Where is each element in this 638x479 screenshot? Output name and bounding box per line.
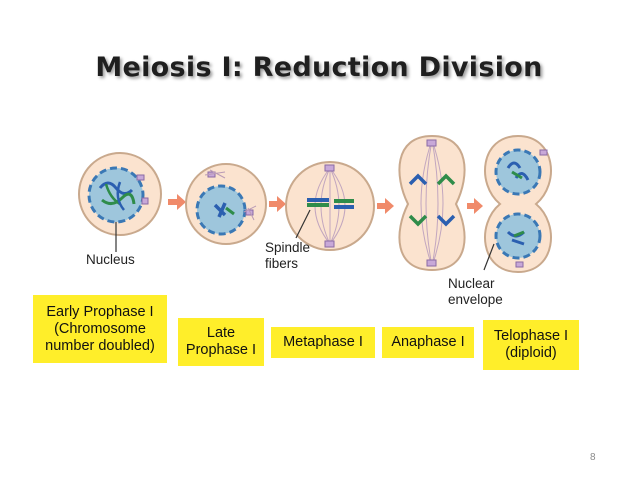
centriole — [426, 259, 437, 267]
centriole — [539, 149, 548, 156]
chromosome — [408, 214, 428, 227]
spindle-fibers — [204, 169, 257, 221]
nucleus — [494, 148, 542, 196]
cell-early-prophase — [78, 152, 162, 252]
chromosome — [307, 198, 329, 202]
arrow-icon — [168, 194, 186, 210]
chromosome — [408, 173, 428, 186]
cell-metaphase — [285, 161, 375, 251]
arrow-icon — [377, 198, 394, 214]
chromosome — [511, 170, 523, 180]
centriole — [141, 197, 149, 205]
stage-late-prophase: Late Prophase I — [178, 318, 264, 366]
centriole — [324, 240, 335, 248]
slide-title: Meiosis I: Reduction Division — [95, 52, 543, 83]
chromosome — [334, 199, 354, 203]
chromosome — [436, 214, 456, 227]
spindle-callout-line — [295, 209, 311, 239]
nucleus — [87, 166, 145, 224]
stage-telophase: Telophase I (diploid) — [483, 320, 579, 370]
centriole — [324, 164, 335, 172]
chromosome — [436, 173, 456, 186]
chromosome — [213, 202, 227, 218]
cell-membrane — [398, 134, 466, 272]
centriole — [426, 139, 437, 147]
chromatin — [116, 181, 125, 211]
centriole — [515, 261, 524, 268]
chromatin — [101, 192, 136, 205]
page-number: 8 — [590, 452, 596, 463]
chromosome — [225, 206, 235, 216]
cell-telophase — [483, 134, 552, 274]
arrow-icon — [467, 198, 483, 214]
stage-early-prophase: Early Prophase I (Chromosome number doub… — [33, 295, 167, 363]
stage-metaphase: Metaphase I — [271, 327, 375, 358]
spindle-fibers-label: Spindle fibers — [265, 240, 311, 271]
centriole — [136, 174, 145, 181]
spindle-fibers — [420, 139, 444, 267]
arrow-icon — [269, 196, 286, 212]
cell-anaphase — [398, 134, 466, 272]
chromosome — [513, 230, 525, 238]
cell-late-prophase — [185, 163, 267, 245]
nuclear-envelope-callout-line — [483, 243, 495, 271]
chromosome — [334, 205, 354, 209]
nuclear-envelope-label: Nuclear envelope — [448, 276, 503, 307]
chromosome — [307, 203, 329, 207]
stage-anaphase: Anaphase I — [382, 327, 474, 358]
nucleus-label: Nucleus — [86, 252, 135, 267]
